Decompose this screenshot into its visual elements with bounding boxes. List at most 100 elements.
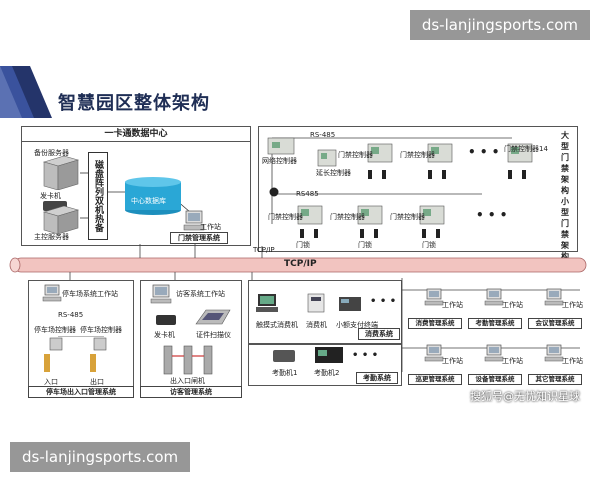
turnstile-label: 出入口闸机 [170, 377, 205, 385]
large-access-label: 大型门禁架构 [561, 131, 569, 195]
workstation-label: 工作站 [562, 301, 583, 309]
parking-devices [44, 336, 107, 372]
tcp-ip-bus [9, 257, 587, 273]
door-label-3: 门锁 [422, 241, 436, 249]
workstation-icon [484, 344, 504, 362]
attendance-device-1-icon [273, 350, 295, 362]
workstation-label: 工作站 [442, 357, 463, 365]
parking-rs485-label: RS-485 [58, 311, 84, 319]
dc-workstation-icon [183, 210, 205, 231]
visitor-card-issuer-icon [156, 315, 176, 325]
disk-array-box: 磁盘阵列双机热备 [88, 152, 108, 240]
data-center-header: 一卡通数据中心 [22, 127, 250, 142]
mgmt-system-name: 其它管理系统 [528, 374, 582, 385]
small-controller-2-icon [357, 205, 383, 225]
ellipsis-small: • • • [476, 208, 508, 222]
extender-label: 延长控制器 [316, 169, 351, 177]
mgmt-item-attendance: 工作站 考勤管理系统 [468, 288, 523, 330]
attendance-device-2-icon [315, 347, 343, 363]
small-door-locks [300, 229, 440, 238]
small-controller-3-icon [419, 205, 445, 225]
ellipsis-large: • • • [468, 145, 500, 159]
parking-exit-label: 出口 [90, 378, 104, 386]
door-ctrl-2-label: 门禁控制器 [400, 151, 435, 159]
payment-terminal-label: 小额支付终端 [336, 321, 378, 329]
dc-access-system: 门禁管理系统 [170, 232, 228, 244]
door-ctrl-1-label: 门禁控制器 [338, 151, 373, 159]
mgmt-system-name: 考勤管理系统 [468, 318, 522, 329]
card-issuer-label: 发卡机 [40, 192, 61, 200]
workstation-icon [424, 344, 444, 362]
small-controller-1-icon [297, 205, 323, 225]
workstation-icon [544, 344, 564, 362]
dc-workstation-label: 工作站 [200, 223, 221, 231]
mgmt-system-name: 设备管理系统 [468, 374, 522, 385]
network-controller-icon [267, 137, 295, 155]
id-scanner-label: 证件扫描仪 [196, 331, 231, 339]
workstation-icon [484, 288, 504, 306]
visitor-card-issuer-label: 发卡机 [154, 331, 175, 339]
workstation-label: 工作站 [502, 301, 523, 309]
door-ctrl-14-label: 门禁控制器14 [504, 145, 548, 153]
main-server-label: 主控服务器 [34, 233, 69, 241]
mgmt-system-name: 会议管理系统 [528, 318, 582, 329]
touch-pos-icon [256, 294, 278, 312]
attendance-device-2-label: 考勤机2 [314, 369, 340, 377]
door-controller-1-icon [367, 143, 393, 163]
parking-system: 停车场出入口管理系统 [28, 386, 134, 398]
database-label: 中心数据库 [131, 197, 166, 205]
workstation-icon [424, 288, 444, 306]
door-controller-14-icon [507, 143, 533, 163]
parking-entry-label: 入口 [44, 378, 58, 386]
source-caption: 搜狐号@无忧知识星球 [470, 390, 580, 403]
small-ctrl-2-label: 门禁控制器 [330, 213, 365, 221]
consumption-ellipsis: • • • [370, 296, 397, 307]
watermark-top: ds-lanjingsports.com [409, 10, 590, 40]
door-controller-2-icon [427, 143, 453, 163]
cashier-label: 消费机 [306, 321, 327, 329]
mgmt-item-meeting: 工作站 会议管理系统 [528, 288, 583, 330]
visitor-workstation-icon [150, 284, 172, 304]
bus-drops [69, 244, 263, 280]
data-center-links [80, 172, 191, 219]
visitor-system: 访客管理系统 [140, 386, 242, 398]
workstation-label: 工作站 [562, 357, 583, 365]
mgmt-system-name: 巡更管理系统 [408, 374, 462, 385]
door-label-2: 门锁 [358, 241, 372, 249]
door-label-1: 门锁 [296, 241, 310, 249]
database-icon [125, 177, 181, 215]
cashier-icon [307, 293, 325, 313]
parking-ctrl-left-label: 停车场控制器 [34, 326, 76, 334]
consumption-system: 消费系统 [358, 328, 400, 340]
network-ctrl-label: 网络控制器 [262, 157, 297, 165]
rs485-top-label: RS-485 [310, 131, 336, 139]
mgmt-system-name: 消费管理系统 [408, 318, 462, 329]
mgmt-item-patrol: 工作站 巡更管理系统 [408, 344, 463, 386]
attendance-system: 考勤系统 [356, 372, 398, 384]
small-ctrl-3-label: 门禁控制器 [390, 213, 425, 221]
small-access-label: 小型门禁架构 [561, 197, 569, 261]
turnstile-icon [163, 345, 213, 375]
parking-workstation-icon [42, 284, 62, 302]
page-title: 智慧园区整体架构 [58, 93, 210, 114]
small-ctrl-1-label: 门禁控制器 [268, 213, 303, 221]
mgmt-item-consumption: 工作站 消费管理系统 [408, 288, 463, 330]
mgmt-item-device: 工作站 设备管理系统 [468, 344, 523, 386]
backup-server-icon [42, 156, 80, 190]
touch-pos-label: 触摸式消费机 [256, 321, 298, 329]
rs485-converter-icon [269, 187, 279, 197]
tcp-ip-bus-label: TCP/IP [284, 259, 317, 269]
mgmt-item-other: 工作站 其它管理系统 [528, 344, 583, 386]
main-server-icon [42, 206, 80, 234]
extender-controller-icon [317, 149, 337, 167]
payment-terminal-icon [339, 297, 361, 311]
parking-ctrl-right-label: 停车场控制器 [80, 326, 122, 334]
visitor-workstation-label: 访客系统工作站 [176, 290, 225, 298]
id-scanner-icon [195, 309, 231, 325]
attendance-ellipsis: • • • [352, 350, 379, 361]
attendance-device-1-label: 考勤机1 [272, 369, 298, 377]
parking-workstation-label: 停车场系统工作站 [62, 290, 118, 298]
watermark-bottom: ds-lanjingsports.com [10, 442, 191, 472]
tcp-ip-small-label: TCP/IP [253, 246, 275, 254]
corner-decoration [0, 66, 52, 118]
